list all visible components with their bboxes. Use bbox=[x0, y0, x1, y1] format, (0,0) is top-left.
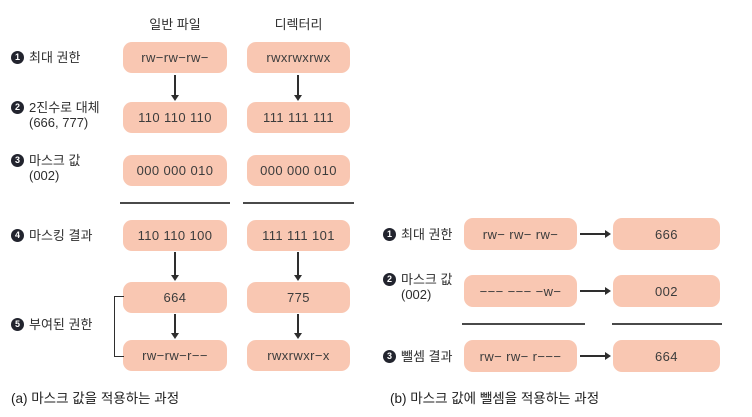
down-arrow-icon bbox=[171, 314, 179, 339]
brace-connector bbox=[114, 296, 124, 357]
step-number-badge: 3 bbox=[383, 350, 396, 363]
box-b-max-permission: rw− rw− rw− bbox=[464, 218, 577, 250]
box-file-octal-result: 664 bbox=[123, 282, 227, 313]
box-dir-granted-permission: rwxrwxr−x bbox=[247, 340, 350, 371]
box-b-max-octal: 666 bbox=[613, 218, 720, 250]
step-number-badge: 5 bbox=[11, 318, 24, 331]
box-b-mask-value: −−− −−− −w− bbox=[464, 275, 577, 307]
step-label-text: 마스킹 결과 bbox=[29, 228, 93, 243]
column-header-regular-file: 일반 파일 bbox=[149, 17, 201, 32]
operation-line bbox=[612, 323, 722, 325]
step-label-text: 부여된 권한 bbox=[29, 317, 93, 332]
operation-line bbox=[120, 202, 230, 204]
down-arrow-icon bbox=[294, 314, 302, 339]
box-dir-octal-result: 775 bbox=[247, 282, 350, 313]
down-arrow-icon bbox=[294, 252, 302, 281]
step-number-badge: 2 bbox=[11, 101, 24, 114]
box-dir-masking-result: 111 111 101 bbox=[247, 220, 350, 251]
step-number-badge: 2 bbox=[383, 273, 396, 286]
step-number-badge: 3 bbox=[11, 154, 24, 167]
step-label-max-permission: 1 최대 권한 bbox=[11, 50, 80, 65]
column-header-directory: 디렉터리 bbox=[274, 17, 323, 32]
right-arrow-icon bbox=[580, 230, 611, 238]
box-file-mask: 000 000 010 bbox=[123, 155, 227, 186]
down-arrow-icon bbox=[294, 75, 302, 101]
step-number-badge: 1 bbox=[383, 228, 396, 241]
box-file-max-permission: rw−rw−rw− bbox=[123, 42, 227, 73]
box-b-mask-octal: 002 bbox=[613, 275, 720, 307]
step-label-text: 마스크 값 bbox=[401, 272, 453, 287]
step-label-subtext: (002) bbox=[29, 168, 60, 183]
box-b-subtract-result: rw− rw− r−−− bbox=[464, 340, 577, 372]
caption-b: (b) 마스크 값에 뺄셈을 적용하는 과정 bbox=[390, 391, 600, 406]
step-label-text: 최대 권한 bbox=[401, 227, 453, 242]
box-file-binary: 110 110 110 bbox=[123, 102, 227, 133]
step-label-subtract-result: 3 뺄셈 결과 bbox=[383, 349, 452, 364]
operation-line bbox=[243, 202, 354, 204]
step-label-granted-permission: 5 부여된 권한 bbox=[11, 317, 92, 332]
step-number-badge: 1 bbox=[11, 51, 24, 64]
step-label-subtext: (002) bbox=[401, 287, 432, 302]
step-label-mask-value: 3 마스크 값 (002) bbox=[11, 153, 80, 183]
step-label-text: 최대 권한 bbox=[29, 50, 81, 65]
step-label-mask-value-b: 2 마스크 값 (002) bbox=[383, 272, 452, 302]
box-file-masking-result: 110 110 100 bbox=[123, 220, 227, 251]
step-number-badge: 4 bbox=[11, 229, 24, 242]
right-arrow-icon bbox=[580, 352, 611, 360]
box-file-granted-permission: rw−rw−r−− bbox=[123, 340, 227, 371]
down-arrow-icon bbox=[171, 75, 179, 101]
box-dir-mask: 000 000 010 bbox=[247, 155, 350, 186]
step-label-text: 2진수로 대체 bbox=[29, 100, 100, 115]
step-label-text: 마스크 값 bbox=[29, 153, 81, 168]
step-label-binary-substitute: 2 2진수로 대체 (666, 777) bbox=[11, 100, 100, 130]
step-label-masking-result: 4 마스킹 결과 bbox=[11, 228, 92, 243]
right-arrow-icon bbox=[580, 287, 611, 295]
box-b-result-octal: 664 bbox=[613, 340, 720, 372]
step-label-subtext: (666, 777) bbox=[29, 115, 89, 130]
caption-a: (a) 마스크 값을 적용하는 과정 bbox=[11, 391, 180, 406]
box-dir-binary: 111 111 111 bbox=[247, 102, 350, 133]
step-label-max-permission-b: 1 최대 권한 bbox=[383, 227, 452, 242]
box-dir-max-permission: rwxrwxrwx bbox=[247, 42, 350, 73]
step-label-text: 뺄셈 결과 bbox=[401, 349, 453, 364]
down-arrow-icon bbox=[171, 252, 179, 281]
operation-line bbox=[462, 323, 585, 325]
